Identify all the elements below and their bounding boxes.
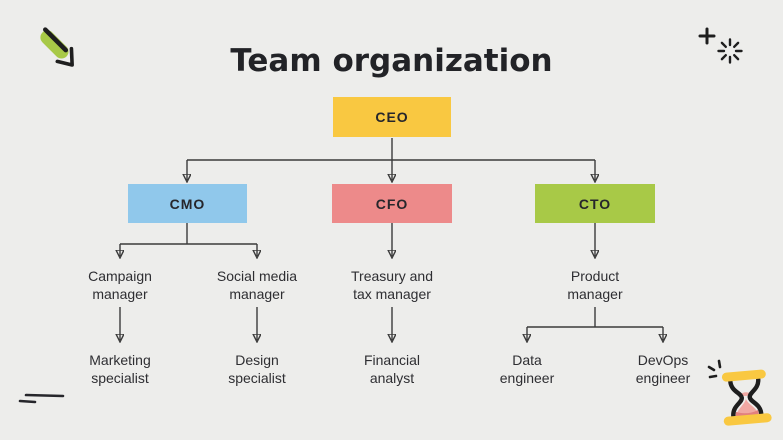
role-line: Design (235, 352, 279, 368)
org-role-product-manager: Product manager (520, 268, 670, 303)
role-line: Marketing (89, 352, 151, 368)
role-line: manager (229, 285, 285, 302)
org-role-social-media-manager: Social media manager (182, 268, 332, 303)
role-line: manager (567, 285, 623, 302)
org-node-cfo: CFO (332, 184, 452, 223)
org-role-financial-analyst: Financial analyst (317, 352, 467, 387)
pencil-icon (40, 27, 74, 67)
org-role-treasury-tax-manager: Treasury and tax manager (317, 268, 467, 303)
org-role-marketing-specialist: Marketing specialist (45, 352, 195, 387)
org-node-cfo-label: CFO (375, 195, 409, 212)
role-line: Data (512, 352, 542, 368)
plus-burst-icons (698, 27, 743, 64)
org-node-ceo-label: CEO (375, 109, 409, 125)
org-role-design-specialist: Design specialist (182, 352, 332, 387)
org-node-cto: CTO (535, 184, 655, 223)
role-line: Campaign (88, 268, 152, 284)
burst-icon (717, 38, 743, 64)
org-node-cmo: CMO (128, 184, 247, 223)
role-line: Treasury and (351, 268, 433, 284)
role-line: Financial (363, 352, 421, 368)
role-line: engineer (635, 369, 691, 386)
org-node-cto-label: CTO (578, 195, 612, 212)
role-line: analyst (369, 369, 415, 386)
org-role-data-engineer: Data engineer (452, 352, 602, 387)
speed-lines-icon (18, 393, 65, 404)
role-line: specialist (228, 369, 286, 386)
role-line: manager (92, 285, 148, 302)
org-role-devops-engineer: DevOps engineer (588, 352, 738, 387)
role-line: tax manager (353, 285, 431, 302)
org-node-cmo-label: CMO (169, 195, 206, 212)
plus-icon (698, 27, 716, 45)
role-line: Product (570, 268, 620, 284)
connector-group (120, 138, 663, 340)
org-node-ceo: CEO (333, 97, 451, 137)
role-line: engineer (499, 369, 555, 386)
page-title: Team organization (230, 43, 553, 79)
hourglass-icon (707, 359, 772, 426)
role-line: specialist (91, 369, 149, 386)
org-role-campaign-manager: Campaign manager (45, 268, 195, 303)
role-line: Social media (216, 268, 298, 284)
sparkle-icon (707, 359, 722, 379)
role-line: DevOps (637, 352, 689, 368)
